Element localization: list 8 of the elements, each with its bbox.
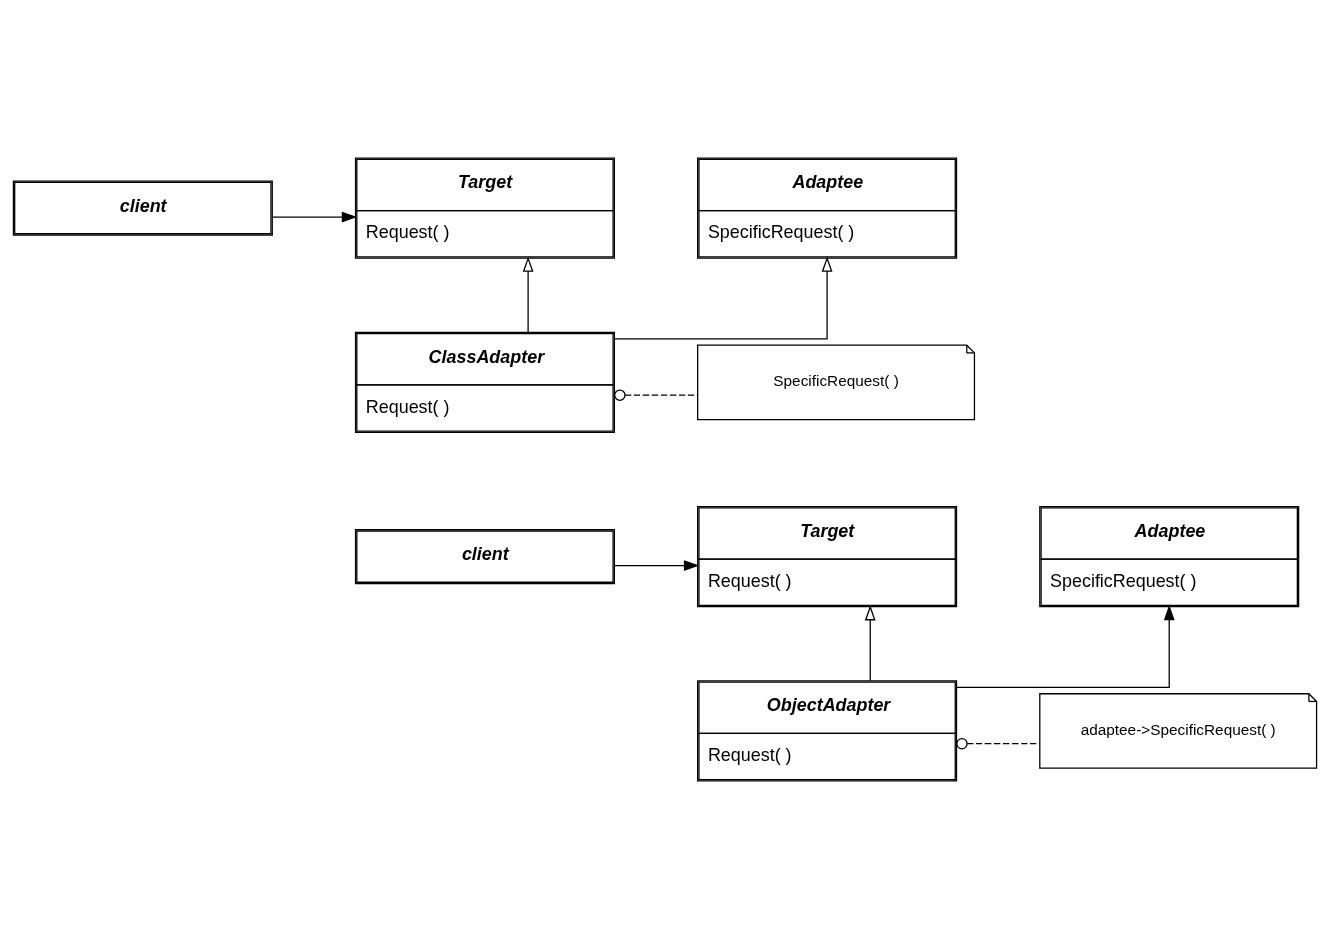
arrow xyxy=(522,255,534,333)
arrow xyxy=(614,255,833,339)
arrow xyxy=(614,559,700,571)
connector xyxy=(956,737,1041,749)
arrow xyxy=(864,604,876,681)
arrow xyxy=(956,604,1175,688)
arrow xyxy=(272,211,358,222)
connector xyxy=(614,388,699,401)
